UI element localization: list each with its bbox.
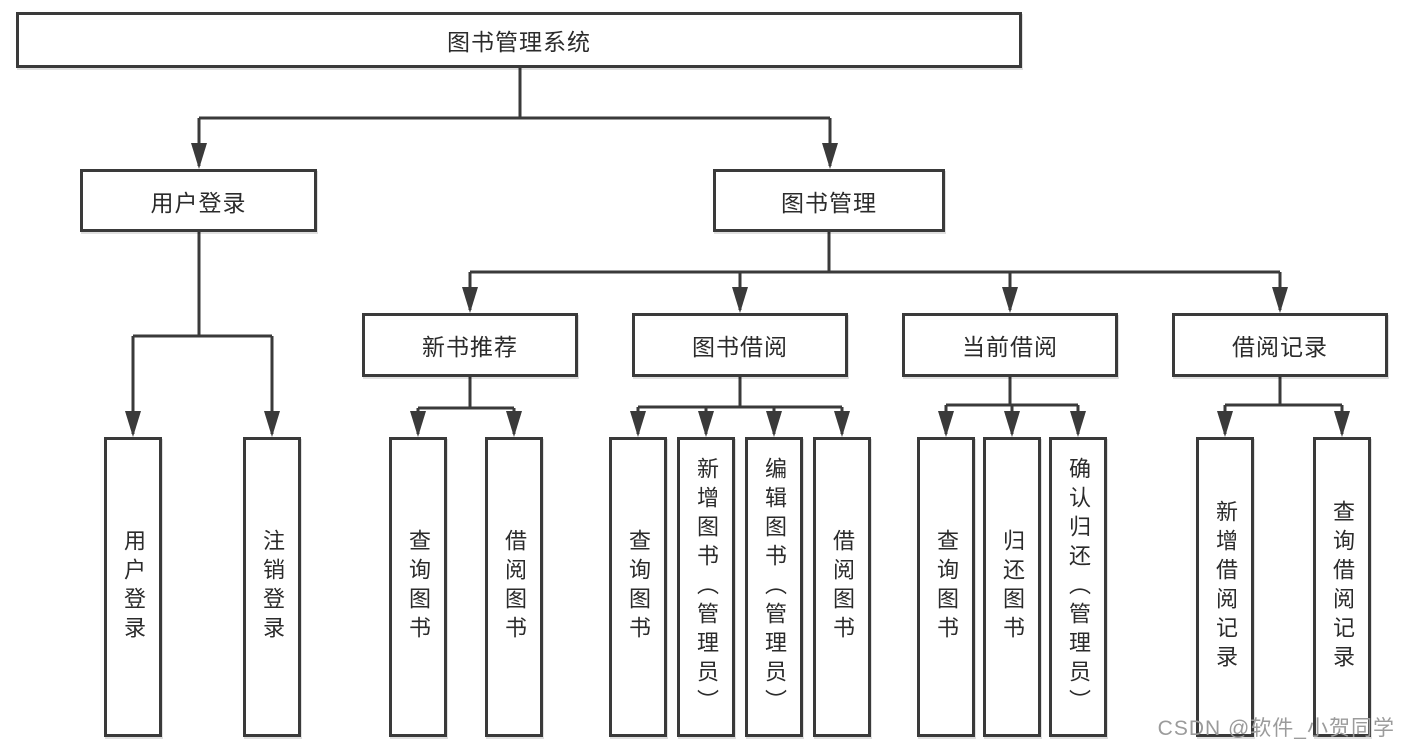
leaf-query-borrow-record-label: 查询借阅记录 [1330, 500, 1355, 674]
leaf-query-book-3: 查询图书 [917, 437, 975, 737]
node-current-borrow: 当前借阅 [902, 313, 1118, 377]
leaf-add-book-admin-label: 新增图书（管理员） [694, 456, 719, 718]
leaf-logout: 注销登录 [243, 437, 301, 737]
leaf-return-book-label: 归还图书 [1000, 529, 1025, 645]
node-root: 图书管理系统 [16, 12, 1022, 68]
leaf-add-borrow-record: 新增借阅记录 [1196, 437, 1254, 737]
node-user-login: 用户登录 [80, 169, 317, 232]
leaf-query-borrow-record: 查询借阅记录 [1313, 437, 1371, 737]
node-user-login-label: 用户登录 [150, 189, 247, 216]
leaf-query-book-2: 查询图书 [609, 437, 667, 737]
node-borrow-record: 借阅记录 [1172, 313, 1388, 377]
watermark-text: CSDN @软件_小贺同学 [1157, 717, 1395, 740]
node-book-borrow-label: 图书借阅 [692, 334, 788, 360]
leaf-edit-book-admin: 编辑图书（管理员） [745, 437, 803, 737]
node-current-borrow-label: 当前借阅 [962, 334, 1058, 360]
leaf-confirm-return-admin-label: 确认归还（管理员） [1066, 456, 1091, 718]
leaf-borrow-book-2: 借阅图书 [813, 437, 871, 737]
leaf-query-book-3-label: 查询图书 [934, 529, 959, 645]
node-new-book-recommend-label: 新书推荐 [422, 334, 518, 360]
node-new-book-recommend: 新书推荐 [362, 313, 578, 377]
leaf-add-book-admin: 新增图书（管理员） [677, 437, 735, 737]
leaf-return-book: 归还图书 [983, 437, 1041, 737]
leaf-confirm-return-admin: 确认归还（管理员） [1049, 437, 1107, 737]
leaf-query-book-1: 查询图书 [389, 437, 447, 737]
node-book-management: 图书管理 [713, 169, 945, 232]
node-root-label: 图书管理系统 [447, 29, 591, 55]
node-borrow-record-label: 借阅记录 [1232, 334, 1328, 360]
leaf-borrow-book-1: 借阅图书 [485, 437, 543, 737]
leaf-query-book-1-label: 查询图书 [406, 529, 431, 645]
leaf-edit-book-admin-label: 编辑图书（管理员） [762, 456, 787, 718]
leaf-borrow-book-2-label: 借阅图书 [830, 529, 855, 645]
leaf-query-book-2-label: 查询图书 [626, 529, 651, 645]
leaf-borrow-book-1-label: 借阅图书 [502, 529, 527, 645]
leaf-user-login: 用户登录 [104, 437, 162, 737]
leaf-add-borrow-record-label: 新增借阅记录 [1213, 500, 1238, 674]
leaf-user-login-label: 用户登录 [121, 529, 146, 645]
node-book-management-label: 图书管理 [781, 189, 877, 216]
leaf-logout-label: 注销登录 [260, 529, 285, 645]
node-book-borrow: 图书借阅 [632, 313, 848, 377]
